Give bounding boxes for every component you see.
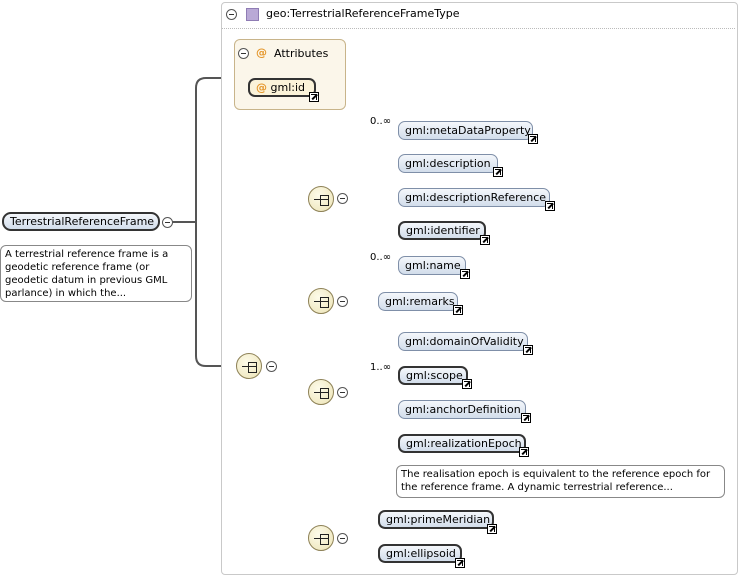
complex-type-icon	[246, 8, 259, 21]
element-anchordefinition[interactable]: gml:anchorDefinition	[398, 400, 526, 419]
comment-line: geodetic datum in previous GML	[5, 275, 168, 286]
root-comment: A terrestrial reference frame is a geode…	[0, 245, 192, 302]
comment-line: geodetic reference frame (or	[5, 262, 150, 273]
attributes-title: Attributes	[274, 47, 329, 60]
link-arrow-icon[interactable]	[453, 305, 463, 315]
type-divider	[222, 28, 735, 29]
occurrence-label: 1..∞	[370, 362, 392, 373]
link-arrow-icon[interactable]	[460, 269, 470, 279]
element-metadataproperty[interactable]: gml:metaDataProperty	[398, 121, 533, 140]
attributes-group	[234, 39, 346, 110]
occurrence-label: 0..∞	[370, 252, 392, 263]
link-arrow-icon[interactable]	[455, 558, 465, 568]
element-scope[interactable]: gml:scope	[398, 366, 468, 385]
root-element[interactable]: TerrestrialReferenceFrame	[2, 212, 160, 231]
sequence-icon	[308, 288, 334, 314]
element-realizationepoch[interactable]: gml:realizationEpoch	[398, 434, 526, 453]
collapse-attributes-icon[interactable]	[238, 48, 249, 59]
collapse-sequence-icon[interactable]	[337, 533, 348, 544]
element-identifier[interactable]: gml:identifier	[398, 221, 486, 240]
element-name[interactable]: gml:name	[398, 256, 466, 275]
link-arrow-icon[interactable]	[309, 92, 319, 102]
element-domainofvalidity[interactable]: gml:domainOfValidity	[398, 332, 528, 351]
collapse-sequence-icon[interactable]	[337, 296, 348, 307]
sequence-icon	[308, 186, 334, 212]
link-arrow-icon[interactable]	[462, 379, 472, 389]
collapse-root-icon[interactable]	[162, 217, 173, 228]
comment-line: A terrestrial reference frame is a	[5, 249, 169, 260]
link-arrow-icon[interactable]	[480, 235, 490, 245]
link-arrow-icon[interactable]	[519, 447, 529, 457]
collapse-sequence-icon[interactable]	[337, 193, 348, 204]
element-remarks[interactable]: gml:remarks	[378, 292, 458, 311]
link-arrow-icon[interactable]	[493, 167, 503, 177]
element-ellipsoid[interactable]: gml:ellipsoid	[378, 544, 462, 563]
sequence-icon	[308, 379, 334, 405]
type-name: geo:TerrestrialReferenceFrameType	[266, 7, 460, 20]
collapse-sequence-icon[interactable]	[266, 361, 277, 372]
comment-line: The realisation epoch is equivalent to t…	[401, 469, 711, 480]
attribute-gml-id[interactable]: @ gml:id	[248, 78, 316, 97]
realization-epoch-comment: The realisation epoch is equivalent to t…	[396, 465, 725, 498]
attribute-icon: @	[256, 81, 267, 94]
element-description[interactable]: gml:description	[398, 154, 498, 173]
collapse-type-icon[interactable]	[226, 9, 237, 20]
element-primemeridian[interactable]: gml:primeMeridian	[378, 510, 494, 529]
link-arrow-icon[interactable]	[521, 413, 531, 423]
link-arrow-icon[interactable]	[523, 345, 533, 355]
link-arrow-icon[interactable]	[545, 201, 555, 211]
attribute-group-icon: @	[256, 46, 267, 59]
occurrence-label: 0..∞	[370, 116, 392, 127]
sequence-icon	[308, 525, 334, 551]
link-arrow-icon[interactable]	[487, 524, 497, 534]
attribute-name: gml:id	[270, 81, 306, 94]
comment-line: parlance) in which the...	[5, 288, 127, 299]
sequence-icon	[236, 353, 262, 379]
comment-line: the reference frame. A dynamic terrestri…	[401, 482, 673, 493]
link-arrow-icon[interactable]	[528, 134, 538, 144]
element-descriptionreference[interactable]: gml:descriptionReference	[398, 188, 550, 207]
collapse-sequence-icon[interactable]	[337, 387, 348, 398]
